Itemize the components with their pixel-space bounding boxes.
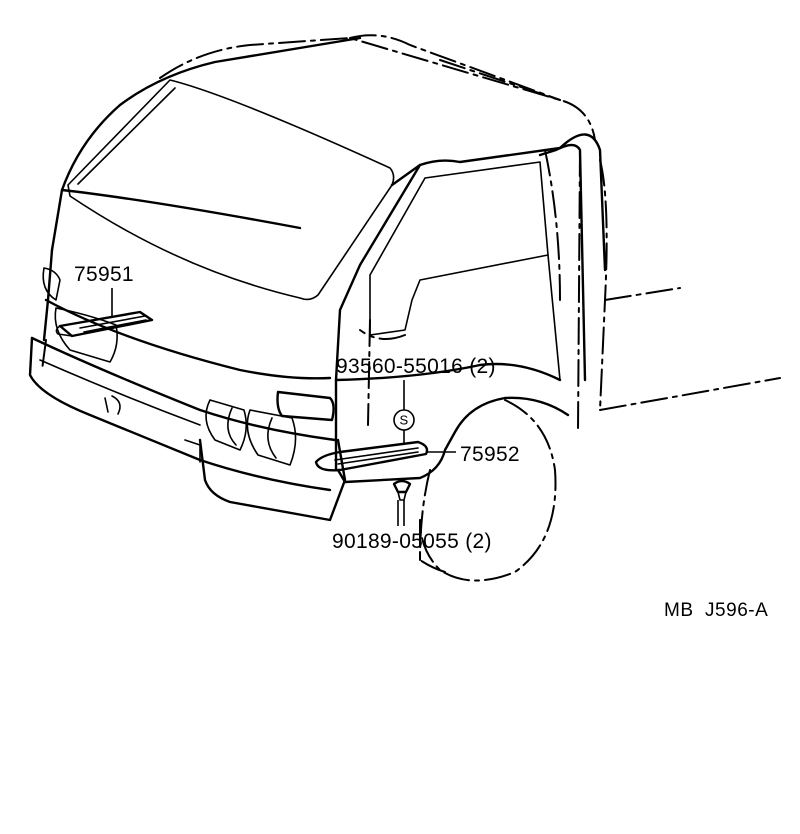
callout-75952: 75952 [460, 443, 520, 466]
clip-icon [392, 479, 412, 501]
truck-cab-outline [28, 36, 607, 522]
diagram-reference-code: MB J596-A [664, 600, 768, 621]
screw-symbol-letter: S [400, 413, 409, 428]
part-75952-molding [314, 440, 429, 472]
callout-75951: 75951 [74, 263, 134, 286]
callout-screw-partno: 93560-55016 (2) [336, 355, 496, 378]
phantom-body-lines [41, 34, 781, 582]
leader-clip [397, 500, 405, 526]
part-75951-molding [55, 310, 154, 338]
callout-clip-partno: 90189-05055 (2) [332, 530, 492, 553]
